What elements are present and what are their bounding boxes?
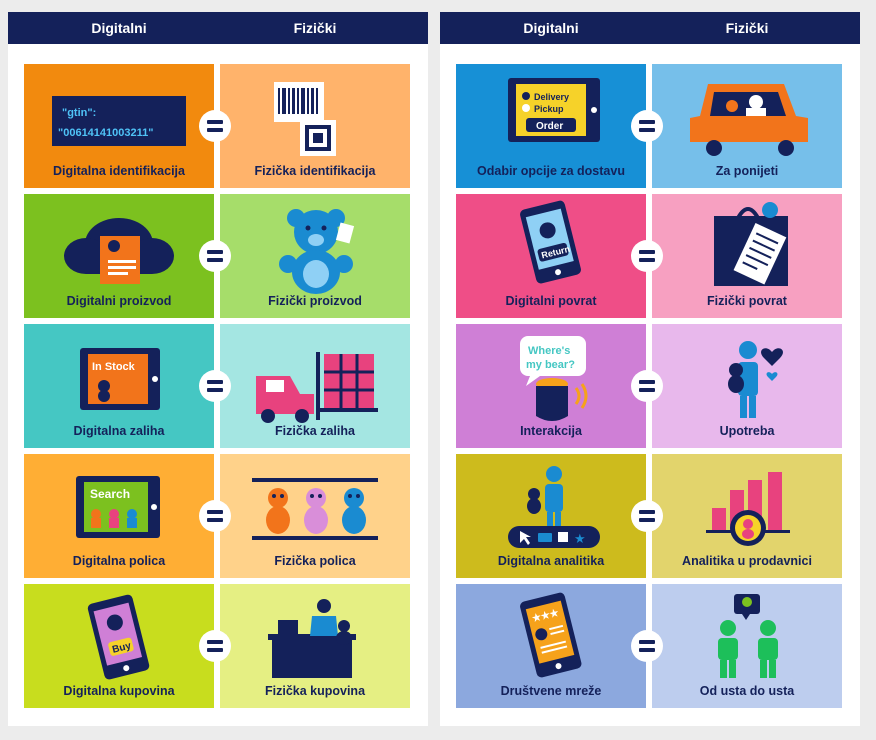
tile-physical-social: Od usta do usta [652,584,842,708]
tile-physical-inventory: Fizička zaliha [220,324,410,448]
pickup-text: Pickup [534,104,564,114]
order-text: Order [536,121,563,132]
tile-physical-interaction: Upotreba [652,324,842,448]
header-physical: Fizički [293,20,337,36]
caption: Fizički povrat [707,294,787,308]
equals-icon [631,110,663,142]
smart-speaker-icon: Where's my bear? [520,336,588,421]
search-text: Search [90,487,130,501]
equals-icon [631,500,663,532]
buy-text: Buy [111,640,132,655]
tablet-search-icon: Search [76,476,160,538]
right-panel: Digitalni Fizički Delivery Pickup Order … [440,12,860,726]
caption: Digitalni proizvod [66,294,172,308]
wheres-line2-text: my bear? [526,359,575,371]
tile-digital-inventory: In Stock Digitalna zaliha [24,324,214,448]
tile-digital-return: Return Digitalni povrat [456,194,646,318]
tile-digital-purchase: Buy Digitalna kupovina [24,584,214,708]
caption: Odabir opcije za dostavu [477,164,625,178]
header-digital: Digitalni [523,20,579,36]
row-shelf: Search Digitalna polica Fizička polica [24,454,410,578]
tile-physical-shelf: Fizička polica [220,454,410,578]
tile-digital-identification: "gtin": "00614141003211" Digitalna ident… [24,64,214,188]
gtin-value-text: "00614141003211" [58,127,153,139]
caption: Digitalna zaliha [73,424,165,438]
caption: Digitalna kupovina [63,684,175,698]
header-digital: Digitalni [91,20,147,36]
left-panel-header: Digitalni Fizički [8,12,428,44]
equals-icon [631,370,663,402]
gtin-key-text: "gtin": [62,107,96,119]
tile-physical-product: Fizički proizvod [220,194,410,318]
tile-digital-analytics: ★ Digitalna analitika [456,454,646,578]
barcode-icon [274,82,336,156]
row-inventory: In Stock Digitalna zaliha Fizička za [24,324,410,448]
gtin-code-icon: "gtin": "00614141003211" [52,96,186,146]
analytics-person-icon: ★ [508,466,600,548]
tile-physical-analytics: Analitika u prodavnici [652,454,842,578]
person-with-bear-icon [728,341,783,418]
caption: Za ponijeti [715,164,779,178]
cloud-product-icon [64,218,174,284]
equals-icon [199,500,231,532]
equals-icon [199,240,231,272]
equals-icon [631,630,663,662]
forklift-icon [256,352,378,423]
row-return: Return Digitalni povrat Fizički povra [456,194,842,318]
tile-digital-delivery: Delivery Pickup Order Odabir opcije za d… [456,64,646,188]
equals-icon [631,240,663,272]
caption: Digitalna analitika [497,554,605,568]
car-pickup-icon [690,84,808,156]
caption: Fizička identifikacija [254,164,376,178]
phone-buy-icon: Buy [87,594,150,680]
left-panel: Digitalni Fizički "gtin": "0061414100321… [8,12,428,726]
row-purchase: Buy Digitalna kupovina Fizička kupovina [24,584,410,708]
teddy-bear-icon [279,209,355,294]
delivery-text: Delivery [534,92,569,102]
caption: Analitika u prodavnici [682,554,812,568]
phone-review-icon: ★★★ [520,592,582,678]
tablet-stock-icon: In Stock [80,348,160,410]
tile-digital-interaction: Where's my bear? Interakcija [456,324,646,448]
tile-physical-return: Fizički povrat [652,194,842,318]
caption: Interakcija [520,424,582,438]
phone-return-icon: Return [520,200,581,284]
people-talking-icon [718,594,778,678]
caption: Digitalni povrat [505,294,597,308]
caption: Fizički proizvod [268,294,362,308]
equals-icon [199,370,231,402]
row-analytics: ★ Digitalna analitika Analitika u prodav… [456,454,842,578]
right-panel-header: Digitalni Fizički [440,12,860,44]
row-identification: "gtin": "00614141003211" Digitalna ident… [24,64,410,188]
return-bag-icon [714,202,788,286]
shelf-bears-icon [252,478,378,540]
equals-icon [199,630,231,662]
caption: Fizička polica [274,554,356,568]
equals-icon [199,110,231,142]
tile-physical-purchase: Fizička kupovina [220,584,410,708]
tile-digital-product: Digitalni proizvod [24,194,214,318]
in-stock-text: In Stock [92,361,136,373]
svg-text:★: ★ [574,532,586,547]
row-interaction: Where's my bear? Interakcija Upotreba [456,324,842,448]
row-social: ★★★ Društvene mreže [456,584,842,708]
checkout-counter-icon [268,599,356,678]
caption: Digitalna polica [72,554,166,568]
header-physical: Fizički [725,20,769,36]
caption: Fizička kupovina [264,684,366,698]
wheres-line1-text: Where's [528,345,570,357]
caption: Digitalna identifikacija [53,164,185,178]
tile-physical-identification: Fizička identifikacija [220,64,410,188]
row-delivery: Delivery Pickup Order Odabir opcije za d… [456,64,842,188]
delivery-tablet-icon: Delivery Pickup Order [508,78,600,142]
caption: Upotreba [719,424,775,438]
caption: Društvene mreže [500,684,602,698]
tile-physical-delivery: Za ponijeti [652,64,842,188]
caption: Fizička zaliha [275,424,355,438]
row-product: Digitalni proizvod Fizički proizvod [24,194,410,318]
bar-chart-icon [706,472,790,546]
tile-digital-social: ★★★ Društvene mreže [456,584,646,708]
caption: Od usta do usta [699,684,795,698]
tile-digital-shelf: Search Digitalna polica [24,454,214,578]
